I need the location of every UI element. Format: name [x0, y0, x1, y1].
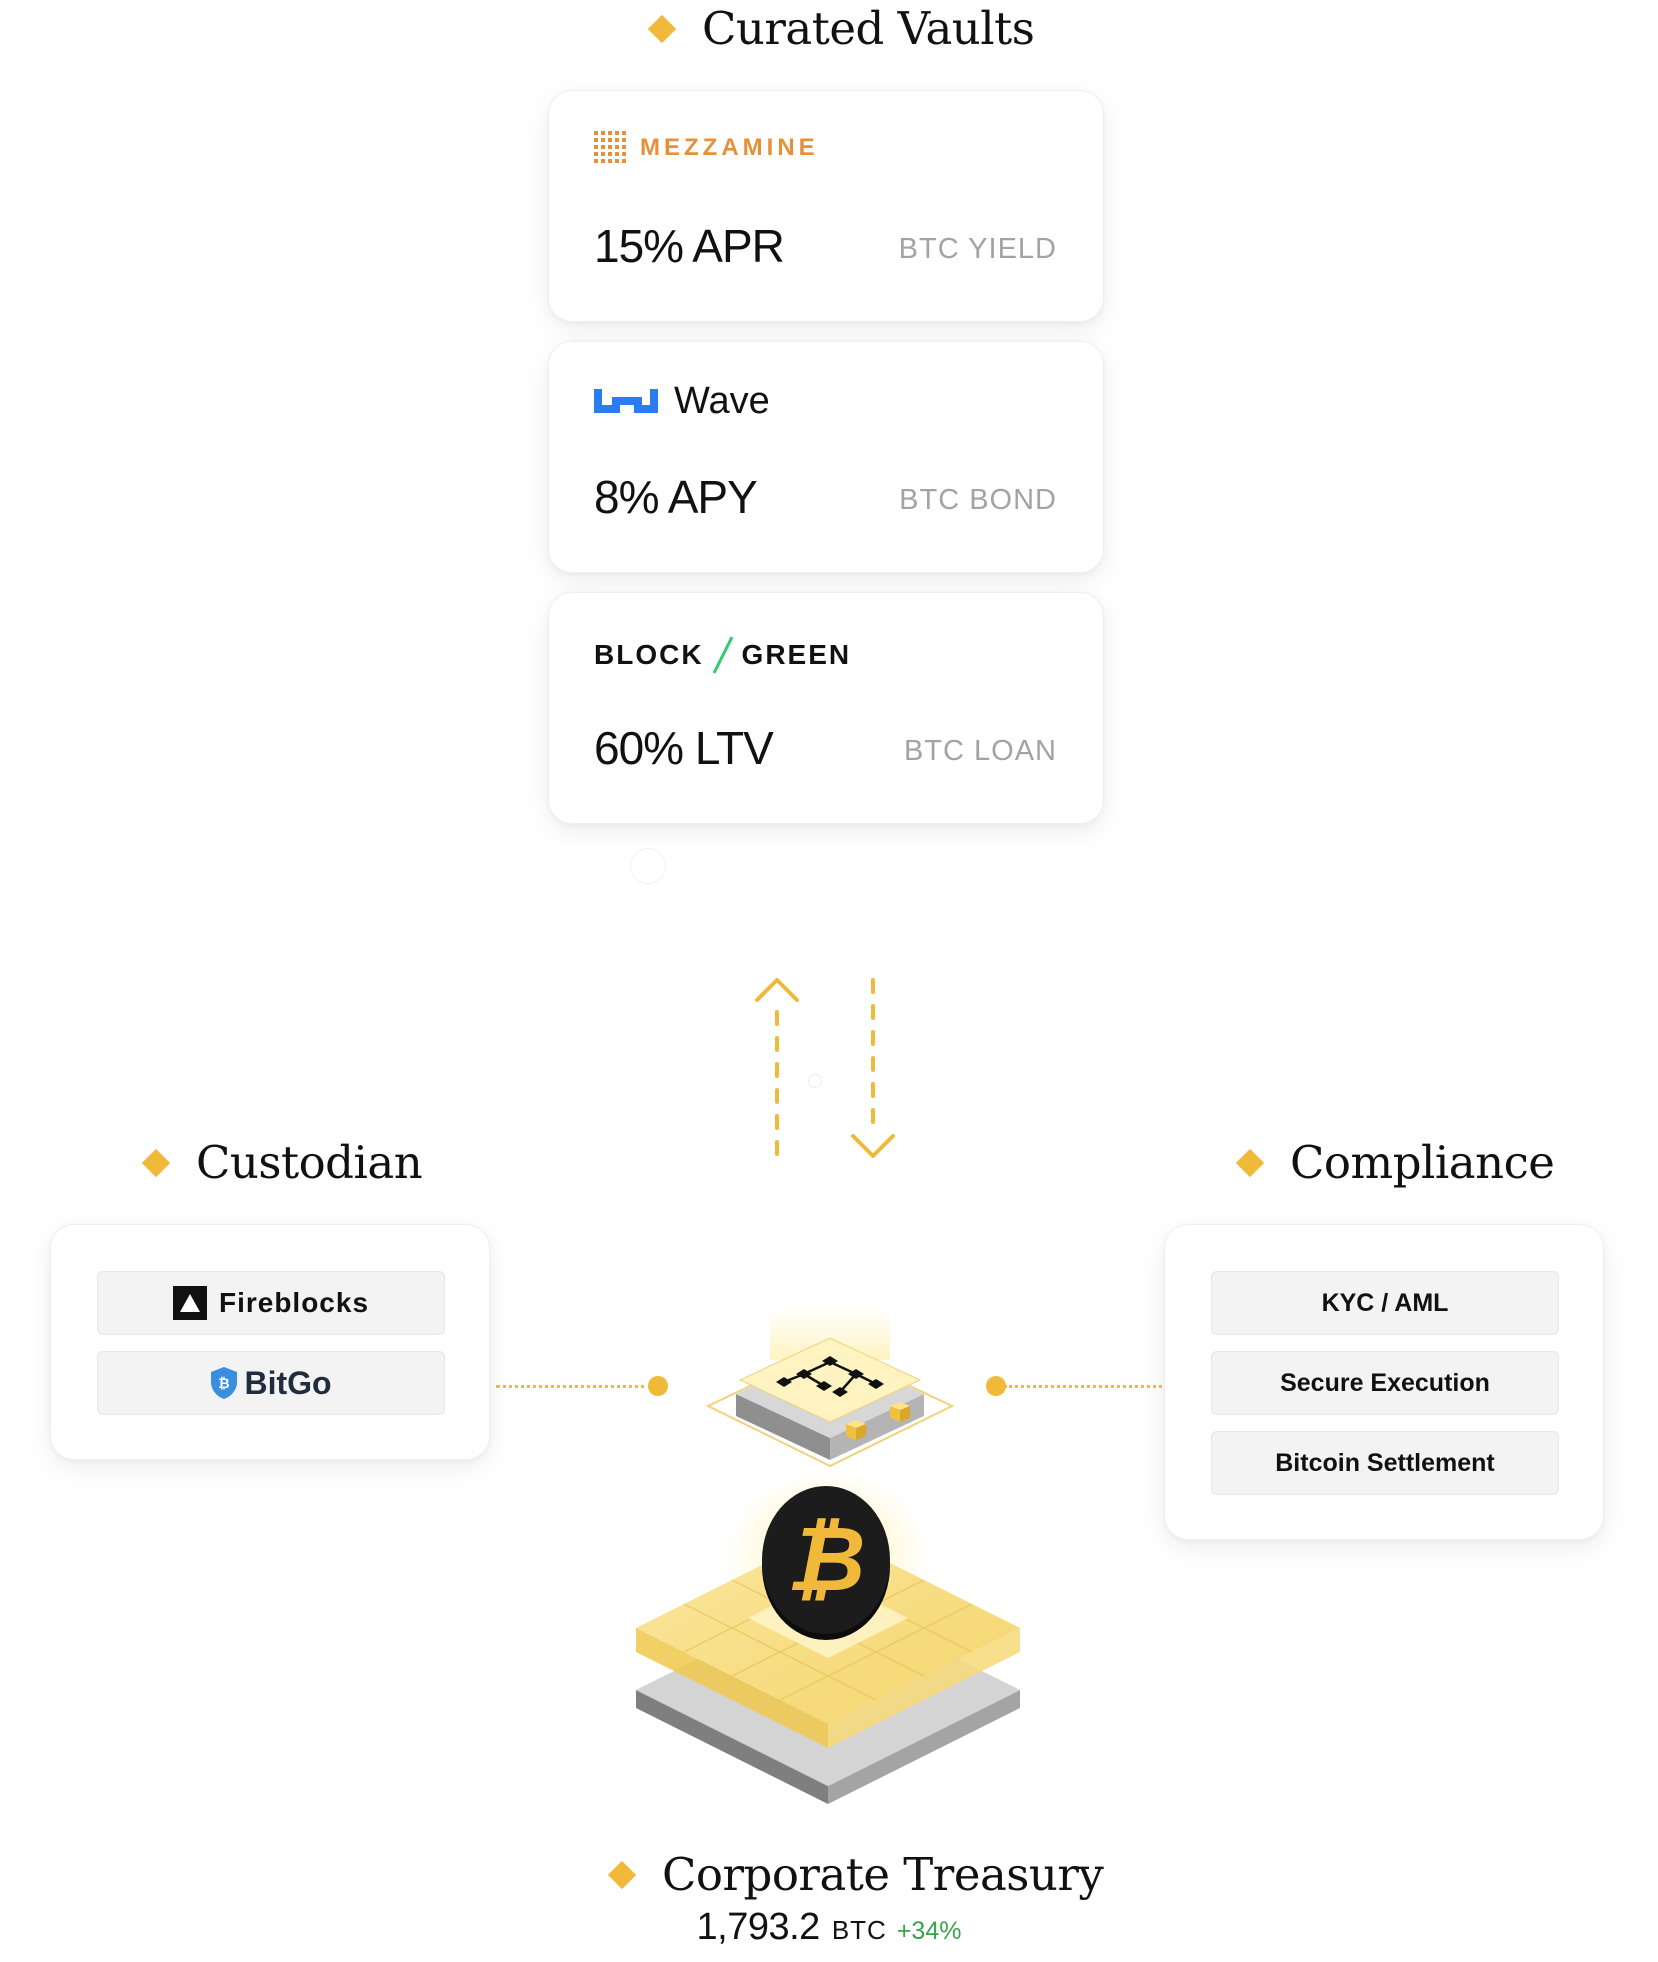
treasury-change: +34%: [896, 1917, 962, 1945]
custodian-connector-dot: [648, 1376, 668, 1396]
vault-type: BTC BOND: [899, 484, 1057, 516]
vault-metric: 60% LTV: [594, 722, 774, 774]
decorative-ring: [808, 1074, 822, 1088]
vault-card-wave[interactable]: Wave 8% APY BTC BOND: [548, 341, 1104, 573]
compliance-item-label: KYC / AML: [1321, 1288, 1449, 1317]
down-arrow-icon: [851, 978, 895, 1158]
wave-logo: Wave: [594, 380, 770, 423]
custodian-title: Custodian: [196, 1136, 423, 1189]
custodian-heading: Custodian: [141, 1136, 423, 1189]
up-arrow-icon: [755, 978, 799, 1164]
compliance-item[interactable]: Secure Execution: [1211, 1351, 1559, 1415]
compliance-item[interactable]: Bitcoin Settlement: [1211, 1431, 1559, 1495]
compliance-item-label: Bitcoin Settlement: [1275, 1448, 1495, 1477]
custodian-connector: [496, 1385, 652, 1388]
vault-type: BTC YIELD: [898, 233, 1057, 265]
mezzamine-logo-icon: [594, 131, 626, 163]
treasury-unit: BTC: [831, 1915, 887, 1945]
bitcoin-coin-icon: ₿: [762, 1486, 890, 1640]
decorative-ring: [630, 848, 666, 884]
compliance-item[interactable]: KYC / AML: [1211, 1271, 1559, 1335]
bitgo-label: BitGo: [244, 1364, 332, 1401]
compliance-item-label: Secure Execution: [1280, 1368, 1490, 1397]
fireblocks-label: Fireblocks: [218, 1287, 370, 1318]
vault-type: BTC LOAN: [903, 735, 1057, 767]
treasury-value: 1,793.2: [696, 1906, 821, 1948]
treasury-title: Corporate Treasury: [662, 1848, 1104, 1901]
fireblocks-option[interactable]: Fireblocks: [97, 1271, 445, 1335]
treasury-balance: 1,793.2 BTC +34%: [0, 1906, 1658, 1949]
compliance-heading: Compliance: [1235, 1136, 1555, 1189]
bitgo-shield-icon: ₿: [211, 1367, 238, 1399]
mezzamine-brand: MEZZAMINE: [640, 134, 819, 161]
vault-card-blockgreen[interactable]: BLOCK GREEN 60% LTV BTC LOAN: [548, 592, 1104, 824]
wave-logo-icon: [594, 388, 658, 413]
svg-text:₿: ₿: [219, 1376, 230, 1392]
diamond-icon: [1235, 1148, 1265, 1177]
curated-vaults-title: Curated Vaults: [702, 2, 1035, 55]
compliance-connector: [1004, 1385, 1162, 1388]
custodian-card: Fireblocks ₿ BitGo: [50, 1224, 490, 1460]
curated-vaults-heading: Curated Vaults: [647, 2, 1035, 55]
wave-brand: Wave: [674, 380, 770, 422]
diamond-icon: [141, 1148, 171, 1177]
diamond-icon: [607, 1860, 637, 1889]
vault-metric: 8% APY: [594, 471, 758, 523]
blockgreen-brand-right: GREEN: [741, 639, 852, 670]
compliance-connector-dot: [986, 1376, 1006, 1396]
blockgreen-logo: BLOCK GREEN: [594, 635, 851, 675]
bitgo-option[interactable]: ₿ BitGo: [97, 1351, 445, 1415]
vault-card-mezzamine[interactable]: MEZZAMINE 15% APR BTC YIELD: [548, 90, 1104, 322]
mezzamine-logo: MEZZAMINE: [594, 131, 819, 165]
svg-text:₿: ₿: [787, 1507, 866, 1612]
blockgreen-brand-left: BLOCK: [594, 639, 704, 670]
slash-icon: [712, 636, 733, 674]
compliance-title: Compliance: [1290, 1136, 1555, 1189]
fireblocks-logo-icon: [172, 1286, 207, 1320]
treasury-heading: Corporate Treasury: [607, 1848, 1104, 1901]
network-chip-icon: [705, 1304, 955, 1468]
compliance-card: KYC / AML Secure Execution Bitcoin Settl…: [1164, 1224, 1604, 1540]
diamond-icon: [647, 14, 677, 43]
vault-metric: 15% APR: [594, 220, 785, 272]
